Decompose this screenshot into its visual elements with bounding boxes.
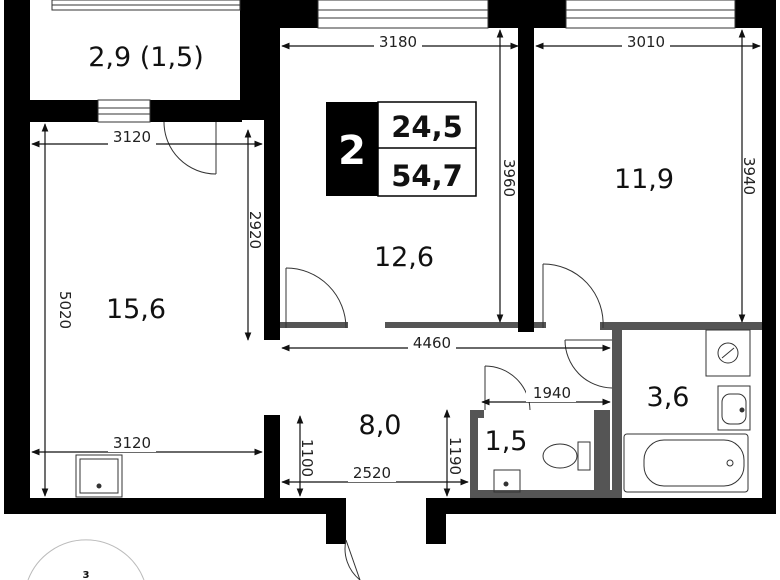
room-area-living: 15,6 bbox=[106, 294, 166, 325]
room-area-bedroom-middle: 12,6 bbox=[374, 242, 434, 273]
room-labels: 2,9 (1,5) 15,6 12,6 11,9 8,0 3,6 1,5 bbox=[88, 42, 689, 457]
room-area-balcony: 2,9 (1,5) bbox=[88, 42, 204, 73]
toilet-bowl bbox=[577, 441, 591, 471]
dimension-labels: 3180 3010 3120 3120 4460 1940 2520 5020 … bbox=[56, 32, 758, 482]
room-area-bathroom: 3,6 bbox=[647, 382, 690, 413]
badge-living-area: 24,5 bbox=[391, 110, 463, 144]
room-area-toilet: 1,5 bbox=[485, 426, 528, 457]
dim-middle-width: 3180 bbox=[379, 33, 417, 51]
bathtub bbox=[623, 433, 749, 493]
dim-right-width: 3010 bbox=[627, 33, 665, 51]
dim-right-height: 3940 bbox=[740, 157, 758, 195]
badge-total-area: 54,7 bbox=[391, 159, 463, 193]
dim-middle-height: 3960 bbox=[500, 159, 518, 197]
room-area-hallway: 8,0 bbox=[359, 410, 402, 441]
dim-living-height: 5020 bbox=[56, 291, 74, 329]
dim-corridor-width: 4460 bbox=[413, 334, 451, 352]
dim-living-depth-upper: 2920 bbox=[246, 211, 264, 249]
shower-tray bbox=[75, 454, 123, 498]
compass: 3 bbox=[27, 539, 145, 580]
partitions bbox=[280, 322, 762, 498]
washing-machine bbox=[705, 329, 751, 377]
dim-hall-left: 1100 bbox=[298, 439, 316, 477]
dim-living-width-bottom: 3120 bbox=[113, 434, 151, 452]
dim-hall-right: 1190 bbox=[446, 437, 464, 475]
room-area-bedroom-right: 11,9 bbox=[614, 164, 674, 195]
walls bbox=[4, 0, 776, 544]
apartment-badge: 2 24,5 54,7 bbox=[326, 101, 477, 197]
dim-living-width-top: 3120 bbox=[113, 128, 151, 146]
windows bbox=[51, 0, 736, 123]
toilet-sink bbox=[493, 469, 521, 493]
washbasin bbox=[717, 385, 751, 431]
badge-room-count: 2 bbox=[338, 128, 366, 174]
dim-toilet-width: 1940 bbox=[533, 384, 571, 402]
compass-label: 3 bbox=[83, 570, 90, 580]
dim-hall-width: 2520 bbox=[353, 464, 391, 482]
plumbing-fixtures bbox=[75, 329, 751, 498]
